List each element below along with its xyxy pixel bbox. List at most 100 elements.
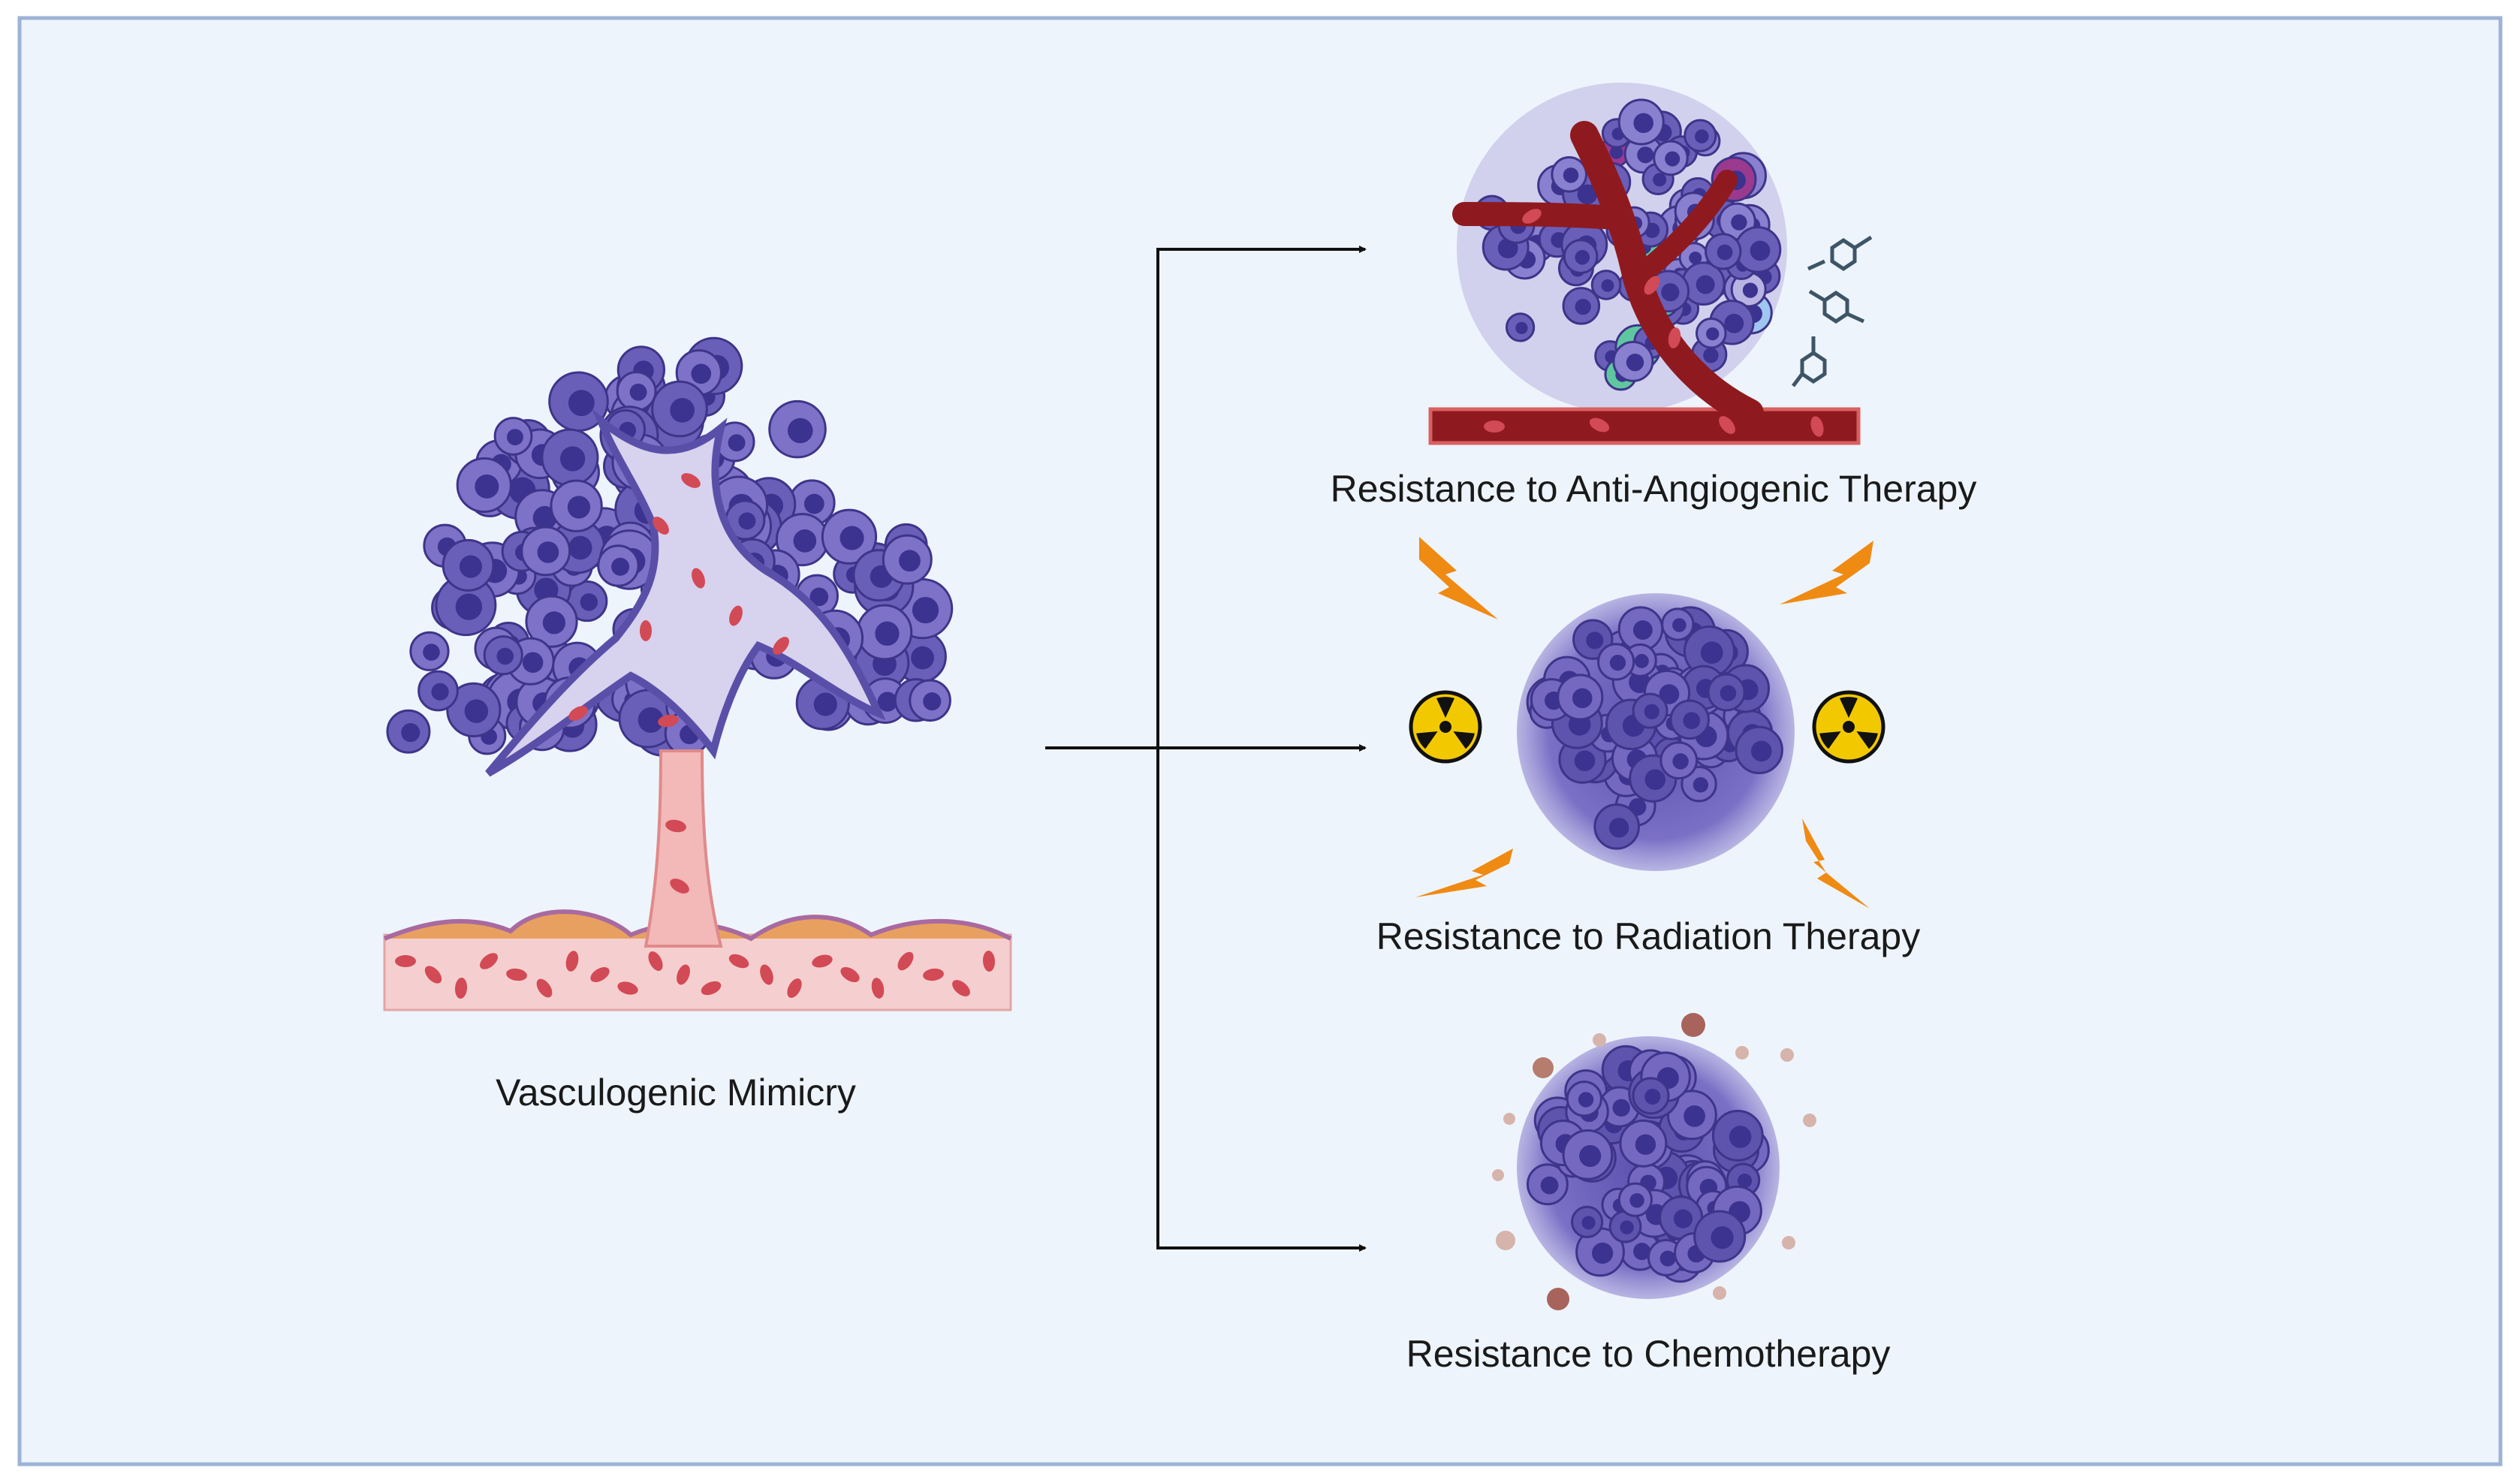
- radiation-tumor-cells: [1526, 606, 1783, 850]
- red-blood-cell: [728, 954, 749, 969]
- red-blood-cell: [1719, 416, 1735, 434]
- cell-nucleus: [670, 398, 695, 423]
- vasculogenic-mimicry-label: Vasculogenic Mimicry: [496, 1072, 856, 1114]
- cell-nucleus: [1706, 327, 1720, 341]
- cell-nucleus: [1750, 740, 1772, 762]
- cell-nucleus: [1644, 769, 1666, 791]
- red-blood-cell: [1810, 416, 1824, 437]
- cell-nucleus: [1575, 249, 1590, 265]
- red-blood-cell: [506, 968, 527, 981]
- chemotherapy-label: Resistance to Chemotherapy: [1406, 1333, 1891, 1375]
- cell-nucleus: [1644, 1088, 1661, 1105]
- drug-particle: [1503, 1113, 1515, 1125]
- drug-particle: [1681, 1013, 1705, 1037]
- vasculogenic-mimicry-illustration: Vasculogenic Mimicry: [383, 336, 1012, 1114]
- drug-particle: [1713, 1286, 1726, 1300]
- cell-nucleus: [1609, 654, 1626, 671]
- red-blood-cell: [897, 951, 914, 971]
- drug-particle: [1492, 1169, 1504, 1181]
- cell-nucleus: [1661, 283, 1680, 302]
- red-blood-cell: [1589, 417, 1610, 433]
- cell-nucleus: [1683, 712, 1701, 729]
- cell-nucleus: [464, 699, 489, 723]
- cell-nucleus: [1626, 353, 1644, 372]
- cell-nucleus: [738, 512, 756, 530]
- red-blood-cell: [692, 568, 705, 589]
- cell-nucleus: [793, 529, 817, 553]
- cell-nucleus: [1629, 1193, 1644, 1208]
- cell-nucleus: [1633, 1243, 1651, 1261]
- cell-nucleus: [455, 593, 483, 620]
- cell-nucleus: [1737, 1173, 1753, 1189]
- red-blood-cell: [729, 605, 743, 626]
- flow-arrows: [1045, 246, 1367, 1252]
- cell-nucleus: [1634, 653, 1649, 668]
- cell-nucleus: [899, 550, 921, 572]
- red-blood-cell: [590, 967, 610, 982]
- chemotherapy-tumor-cells: [1526, 1044, 1770, 1283]
- cell-nucleus: [1572, 688, 1593, 709]
- cell-nucleus: [1742, 282, 1759, 298]
- cell-nucleus: [1711, 1226, 1734, 1249]
- radiation-label: Resistance to Radiation Therapy: [1376, 915, 1921, 957]
- drug-particle: [1496, 1231, 1515, 1250]
- red-blood-cell: [658, 714, 679, 728]
- cell-nucleus: [1659, 684, 1680, 704]
- radiation-symbol-icon: [1409, 690, 1482, 764]
- red-blood-cell: [648, 951, 663, 971]
- anti-angiogenic-illustration: Resistance to Anti-Angiogenic Therapy: [1331, 83, 1977, 510]
- cell-nucleus: [1750, 240, 1771, 261]
- drug-particle: [1780, 1048, 1794, 1062]
- cell-nucleus: [911, 646, 934, 670]
- red-blood-cell: [480, 953, 498, 969]
- cell-nucleus: [1695, 129, 1709, 143]
- drug-molecule-icon: [1792, 235, 1873, 387]
- cell-nucleus: [1575, 298, 1591, 315]
- cell-nucleus: [522, 652, 544, 674]
- cell-nucleus: [1731, 214, 1747, 231]
- cell-nucleus: [839, 526, 864, 550]
- cell-nucleus: [1635, 1134, 1656, 1156]
- red-blood-cell: [760, 964, 773, 985]
- cell-nucleus: [1717, 244, 1733, 261]
- red-blood-cell: [617, 981, 638, 995]
- red-blood-cell: [923, 968, 944, 981]
- drug-particle: [1735, 1046, 1749, 1060]
- red-blood-cell: [395, 955, 416, 967]
- cell-nucleus: [1601, 279, 1614, 292]
- cell-nucleus: [401, 723, 421, 743]
- red-blood-cell: [1522, 209, 1542, 224]
- cell-nucleus: [691, 363, 712, 384]
- cell-nucleus: [912, 596, 939, 624]
- cell-nucleus: [813, 692, 837, 716]
- cell-nucleus: [475, 474, 499, 499]
- cell-nucleus: [1612, 1099, 1630, 1117]
- radiation-illustration: Resistance to Radiation Therapy: [1376, 537, 1921, 957]
- cell-nucleus: [459, 555, 482, 578]
- cell-nucleus: [877, 692, 898, 712]
- channel-red-blood-cells: [568, 473, 789, 894]
- red-blood-cell: [677, 964, 690, 985]
- cell-nucleus: [423, 644, 440, 661]
- red-blood-cell: [773, 637, 789, 655]
- cell-nucleus: [1540, 1176, 1559, 1195]
- chemotherapy-illustration: Resistance to Chemotherapy: [1406, 1013, 1891, 1375]
- cell-nucleus: [568, 535, 592, 560]
- cell-nucleus: [1586, 631, 1604, 650]
- cell-nucleus: [787, 417, 813, 444]
- red-blood-cell: [536, 978, 553, 998]
- anti-angiogenic-label: Resistance to Anti-Angiogenic Therapy: [1331, 468, 1977, 510]
- cell-nucleus: [559, 446, 586, 472]
- drug-particle: [1782, 1236, 1795, 1249]
- cell-nucleus: [1574, 750, 1596, 772]
- red-blood-cell: [681, 473, 701, 488]
- cell-nucleus: [567, 496, 591, 519]
- cell-nucleus: [580, 593, 598, 611]
- cell-nucleus: [1581, 1216, 1596, 1230]
- cell-nucleus: [1673, 1209, 1693, 1228]
- cell-nucleus: [1637, 146, 1654, 164]
- cell-nucleus: [809, 587, 829, 607]
- red-blood-cell: [424, 966, 442, 984]
- cell-nucleus: [728, 434, 746, 452]
- drug-particle: [1533, 1057, 1554, 1078]
